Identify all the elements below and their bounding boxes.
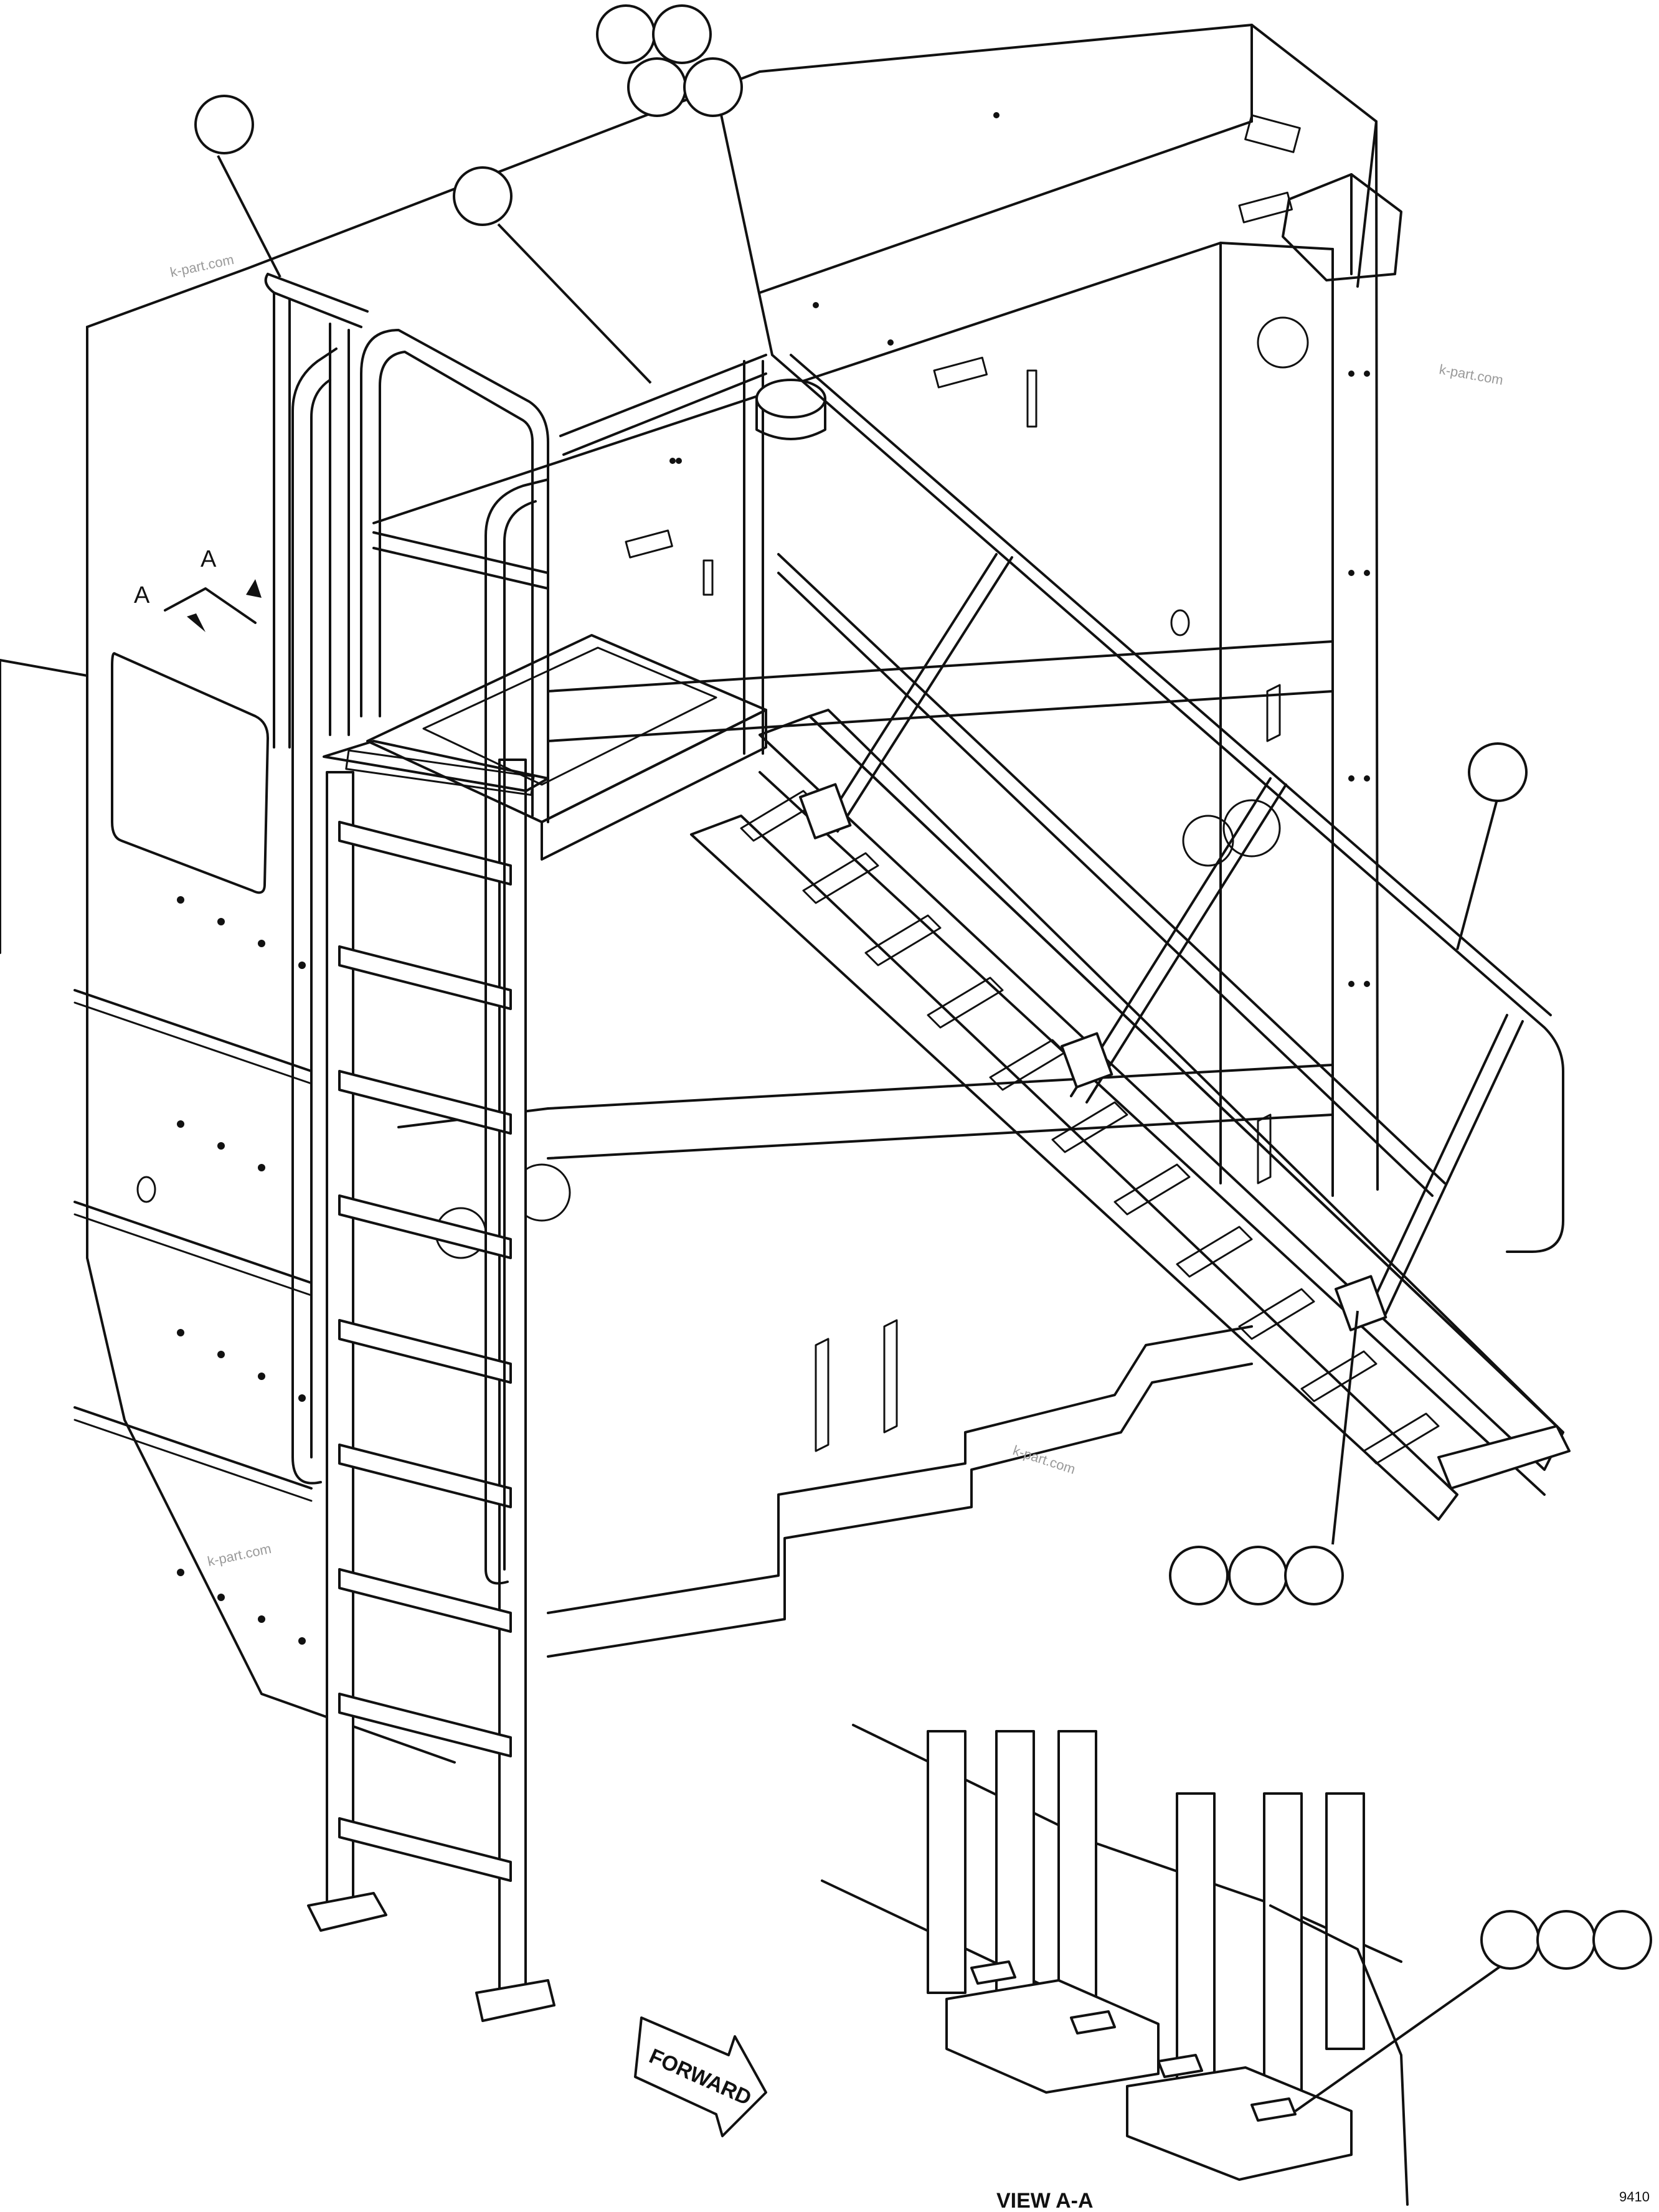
housing-outline <box>0 24 1379 1764</box>
forward-label: FORWARD <box>646 2044 755 2110</box>
support-brackets <box>815 684 1281 1452</box>
view-arrow-label-a2: A <box>201 546 217 572</box>
ladder-rungs <box>338 821 512 1882</box>
platform <box>360 329 826 861</box>
callout-balloon-top-hardware-2 <box>652 4 712 64</box>
watermark-2: k-part.com <box>1438 361 1505 388</box>
callout-balloon-stair-lower-1 <box>1169 1546 1229 1605</box>
callout-balloon-top-hardware-1 <box>596 4 656 64</box>
watermarks: k-part.com k-part.com k-part.com k-part.… <box>169 252 1505 1569</box>
view-aa-label: VIEW A-A <box>996 2189 1094 2212</box>
callout-balloon-top-hardware-4 <box>683 57 743 117</box>
view-aa-detail: VIEW A-A 9410 <box>821 1724 1650 2212</box>
callout-balloon-top-handrail <box>194 95 254 154</box>
view-arrow-label-a1: A <box>134 582 150 608</box>
callout-balloon-platform-rail <box>453 166 513 226</box>
callout-balloon-stair-lower-3 <box>1284 1546 1344 1605</box>
handrail-brackets <box>799 783 1387 1331</box>
callout-balloon-top-hardware-3 <box>627 57 687 117</box>
watermark-4: k-part.com <box>206 1541 273 1569</box>
leader-lines <box>217 105 1508 2112</box>
drawing-number: 9410 <box>1619 2189 1650 2205</box>
callout-balloon-view-aa-2 <box>1536 1910 1596 1970</box>
callout-balloons <box>194 4 1652 1970</box>
callout-balloon-stair-handrail <box>1468 742 1528 802</box>
callout-balloon-stair-lower-2 <box>1228 1546 1288 1605</box>
callout-balloon-view-aa-3 <box>1592 1910 1652 1970</box>
callout-balloon-view-aa-1 <box>1480 1910 1540 1970</box>
forward-arrow: FORWARD <box>634 2016 767 2137</box>
housing-bolts <box>177 112 1370 1645</box>
stairway <box>690 354 1571 1521</box>
vertical-ladder <box>264 273 555 2022</box>
watermark-3: k-part.com <box>1011 1442 1077 1477</box>
view-a-arrows: A A <box>134 546 262 632</box>
